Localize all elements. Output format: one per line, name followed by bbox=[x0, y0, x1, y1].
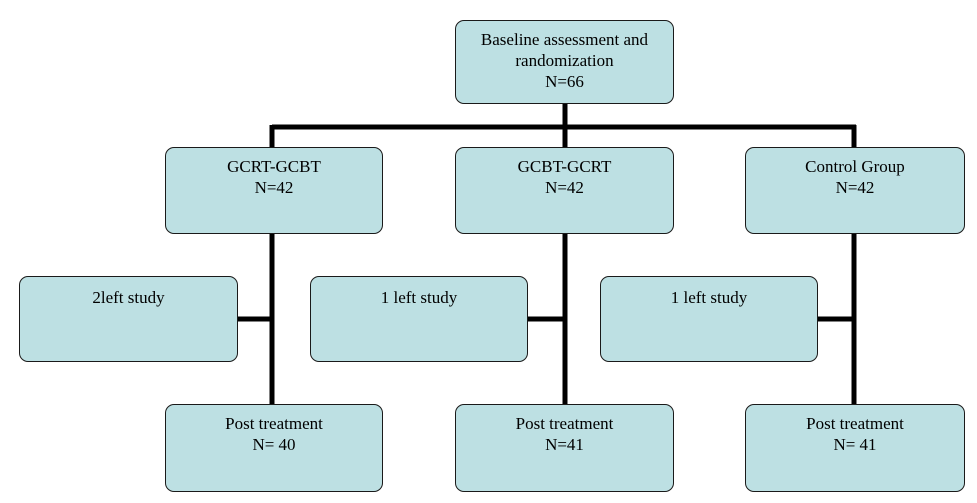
baseline-line-1: Baseline assessment and bbox=[480, 30, 649, 49]
dropout-box-2: 1 left study bbox=[310, 276, 528, 362]
post-label: Post treatment bbox=[225, 414, 323, 433]
post-label: Post treatment bbox=[515, 414, 614, 433]
group-box-gcbt-gcrt: GCBT-GCRT N=42 bbox=[455, 147, 674, 234]
dropout-label: 2left study bbox=[92, 288, 165, 307]
baseline-box: Baseline assessment and randomization N=… bbox=[455, 20, 674, 104]
baseline-line-2: randomization bbox=[515, 51, 614, 70]
post-box-1: Post treatment N= 40 bbox=[165, 404, 383, 492]
group-n: N=42 bbox=[835, 178, 875, 197]
post-box-3: Post treatment N= 41 bbox=[745, 404, 965, 492]
group-name: GCRT-GCBT bbox=[227, 157, 321, 176]
dropout-label: 1 left study bbox=[380, 288, 458, 307]
group-n: N=42 bbox=[545, 178, 584, 197]
group-name: Control Group bbox=[805, 157, 905, 176]
post-n: N=41 bbox=[545, 435, 584, 454]
baseline-n: N=66 bbox=[545, 72, 584, 91]
group-n: N=42 bbox=[254, 178, 294, 197]
dropout-box-1: 2left study bbox=[19, 276, 238, 362]
post-label: Post treatment bbox=[806, 414, 904, 433]
group-box-gcrt-gcbt: GCRT-GCBT N=42 bbox=[165, 147, 383, 234]
group-name: GCBT-GCRT bbox=[517, 157, 612, 176]
post-n: N= 40 bbox=[252, 435, 296, 454]
post-n: N= 41 bbox=[833, 435, 877, 454]
post-box-2: Post treatment N=41 bbox=[455, 404, 674, 492]
dropout-label: 1 left study bbox=[670, 288, 748, 307]
group-box-control: Control Group N=42 bbox=[745, 147, 965, 234]
dropout-box-3: 1 left study bbox=[600, 276, 818, 362]
